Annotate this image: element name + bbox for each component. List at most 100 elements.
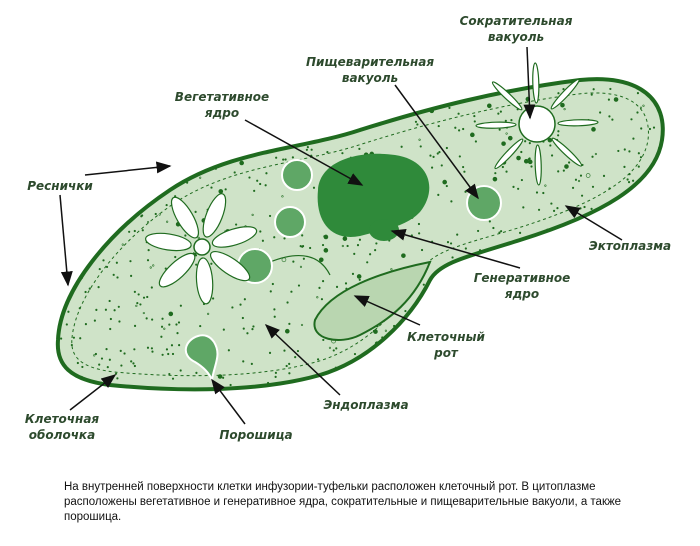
granule <box>535 191 539 194</box>
granule <box>119 349 122 352</box>
granule <box>132 362 135 365</box>
label-line: Сократительная <box>459 14 573 28</box>
granule <box>323 235 326 238</box>
granule <box>577 179 581 183</box>
granule <box>233 171 236 174</box>
granule <box>560 102 565 108</box>
granule <box>106 366 109 369</box>
granule <box>353 252 356 255</box>
granule <box>512 185 515 188</box>
granule <box>318 257 324 263</box>
granule <box>474 140 477 143</box>
label-endoplasm: Эндоплазма <box>323 397 408 413</box>
vacuole-canal <box>532 62 540 104</box>
granule <box>520 150 523 154</box>
granule <box>81 365 84 369</box>
granule <box>632 179 635 182</box>
granule <box>288 362 291 366</box>
granule <box>473 120 476 123</box>
granule <box>462 127 465 131</box>
granule <box>151 350 154 353</box>
granule <box>500 230 503 233</box>
granule <box>450 200 453 203</box>
caption: На внутренней поверхности клетки инфузор… <box>64 481 622 523</box>
granule <box>199 176 202 179</box>
granule <box>457 112 460 115</box>
granule <box>299 245 302 248</box>
contractile-vacuole-left <box>144 193 258 305</box>
granule <box>266 381 270 385</box>
granule <box>128 230 131 233</box>
granule <box>171 377 175 380</box>
granule <box>522 206 525 209</box>
granule <box>139 303 142 306</box>
granule <box>590 93 593 96</box>
granule <box>283 237 286 240</box>
granule <box>438 151 441 154</box>
granule <box>473 114 476 118</box>
granule <box>116 377 119 380</box>
digestive-vacuoles <box>237 159 502 284</box>
granule <box>449 242 453 245</box>
label-line: ядро <box>504 287 540 301</box>
granule <box>594 152 597 156</box>
vacuole-center <box>518 105 556 143</box>
granule <box>574 178 578 181</box>
granule <box>591 155 594 158</box>
granule <box>611 118 614 121</box>
label-line: ядро <box>204 106 240 120</box>
granule <box>242 360 245 363</box>
granule <box>321 280 325 283</box>
granule <box>501 141 506 146</box>
granule <box>422 283 425 286</box>
granule <box>282 158 285 161</box>
granule <box>165 203 168 207</box>
granule <box>246 332 249 335</box>
granule <box>320 298 324 301</box>
vacuole-canal <box>534 144 542 186</box>
granule <box>301 244 305 248</box>
granule <box>568 161 571 164</box>
granule <box>133 364 136 368</box>
granule <box>605 79 609 82</box>
contractile-vacuole-right <box>475 62 599 186</box>
granule <box>229 383 232 387</box>
granule <box>76 361 79 365</box>
granule <box>288 372 291 375</box>
granule <box>316 296 319 299</box>
granule <box>310 148 313 151</box>
granule <box>417 222 421 226</box>
granule <box>163 327 166 330</box>
granule <box>115 372 118 375</box>
granule <box>351 272 355 276</box>
granule <box>133 290 136 293</box>
granule <box>607 98 610 101</box>
granule <box>498 231 501 234</box>
granule <box>326 151 329 154</box>
granule <box>516 155 521 161</box>
granule <box>174 255 177 259</box>
granule <box>98 363 101 366</box>
granule <box>458 155 461 158</box>
vacuole-canal <box>202 193 227 238</box>
granule <box>463 170 466 173</box>
granule <box>432 155 435 158</box>
granule <box>312 186 316 189</box>
granule <box>328 346 332 349</box>
label-ectoplasm: Эктоплазма <box>589 238 671 254</box>
granule <box>375 242 378 245</box>
granule <box>579 174 583 177</box>
granule <box>648 127 652 131</box>
granule <box>571 186 575 189</box>
granule <box>420 248 424 252</box>
granule <box>556 207 559 210</box>
vacuole-canal <box>550 78 580 110</box>
granule <box>102 259 105 262</box>
granule <box>105 265 109 269</box>
granule <box>133 324 137 327</box>
granule <box>251 213 254 217</box>
granule <box>151 318 154 321</box>
granule <box>563 108 566 111</box>
